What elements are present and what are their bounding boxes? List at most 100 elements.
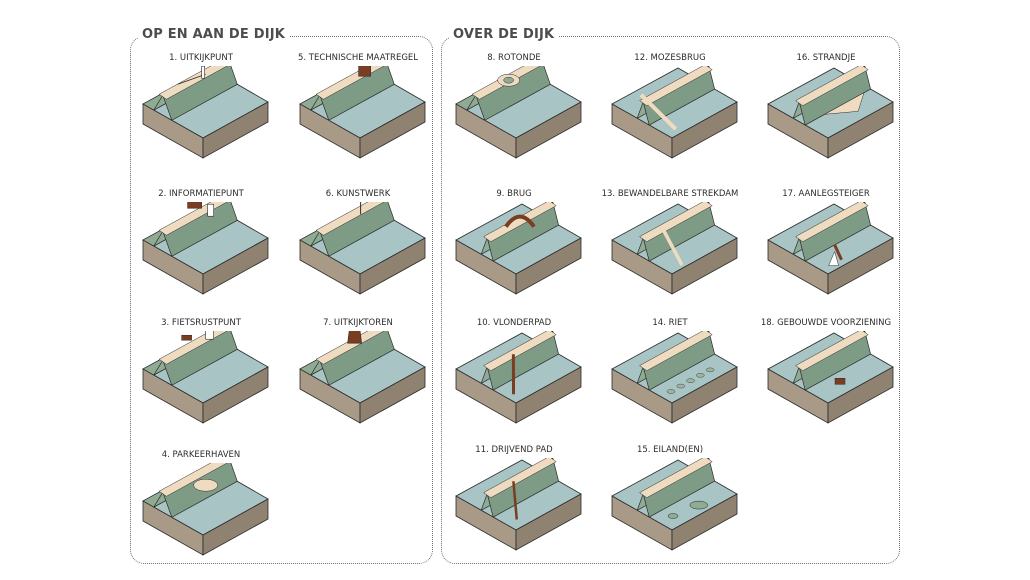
dike-block-illustration <box>142 202 269 295</box>
block-side-front <box>827 366 894 424</box>
block-side-front <box>202 366 269 424</box>
sign <box>205 331 214 340</box>
diagram-item: 15. EILAND(EN) <box>600 444 740 556</box>
block-side-front <box>671 101 738 159</box>
dike-block-illustration <box>299 66 426 159</box>
item-label: 11. DRIJVEND PAD <box>475 445 553 455</box>
item-label: 4. PARKEERHAVEN <box>161 450 241 460</box>
block-side-front <box>827 237 894 295</box>
item-label: 2. INFORMATIEPUNT <box>158 189 244 199</box>
block-side-front <box>515 237 582 295</box>
dike-block-illustration <box>142 66 269 159</box>
block-side-front <box>202 101 269 159</box>
dike-path <box>158 463 228 497</box>
diagram-item: 4. PARKEERHAVEN <box>131 449 271 561</box>
parking-bay <box>193 478 218 492</box>
item-label: 7. UITKIJKTOREN <box>323 318 393 328</box>
viewpoint-post <box>201 66 205 79</box>
diagram-item: 14. RIET <box>600 317 740 429</box>
block-side-front <box>359 101 426 159</box>
item-label: 18. GEBOUWDE VOORZIENING <box>760 318 892 328</box>
dike-path <box>315 202 385 236</box>
block-side-front <box>671 366 738 424</box>
block-side-front <box>515 366 582 424</box>
diagram-item: 3. FIETSRUSTPUNT <box>131 317 271 429</box>
diagram-item: 17. AANLEGSTEIGER <box>756 188 896 300</box>
dike-block-illustration <box>455 66 582 159</box>
block-side-front <box>359 237 426 295</box>
item-label: 17. AANLEGSTEIGER <box>782 189 870 199</box>
diagram-item: 13. BEWANDELBARE STREKDAM <box>600 188 740 300</box>
item-label: 9. BRUG <box>496 189 532 199</box>
item-label: 14. RIET <box>652 318 688 328</box>
diagram-item: 6. KUNSTWERK <box>288 188 428 300</box>
dike-path <box>795 331 869 371</box>
reed-patch <box>705 367 715 373</box>
technical-box <box>358 66 371 77</box>
moses-bridge <box>639 93 678 131</box>
block-side-front <box>359 366 426 424</box>
diagram-item: 9. BRUG <box>444 188 584 300</box>
dike-block-illustration <box>767 202 894 295</box>
dike-path <box>639 66 713 106</box>
block-side-front <box>202 498 269 556</box>
dike-block-illustration <box>767 331 894 424</box>
diagram-item: 5. TECHNISCHE MAATREGEL <box>288 52 428 164</box>
bench <box>181 334 192 341</box>
dike-path <box>639 202 713 242</box>
reed-patch <box>686 378 695 383</box>
block-side-front <box>671 493 738 551</box>
floating-path <box>512 481 519 520</box>
diagram-item: 8. ROTONDE <box>444 52 584 164</box>
info-shelter <box>187 202 202 209</box>
jetty <box>833 244 843 261</box>
dike-block-illustration <box>142 463 269 556</box>
reed-patch <box>666 389 676 394</box>
dike-block-illustration <box>767 66 894 159</box>
dike-block-illustration <box>455 458 582 551</box>
roundabout-center <box>503 76 514 84</box>
dike-block-illustration <box>455 331 582 424</box>
dike-block-illustration <box>611 66 738 159</box>
beach <box>824 92 865 115</box>
dike-block-illustration <box>611 458 738 551</box>
item-label: 10. VLONDERPAD <box>476 318 552 328</box>
dike-path <box>795 66 869 106</box>
reed-patch <box>696 373 705 378</box>
item-label: 3. FIETSRUSTPUNT <box>161 318 241 328</box>
building <box>834 378 846 385</box>
item-label: 16. STRANDJE <box>796 53 856 63</box>
island <box>667 513 679 519</box>
sailboat <box>828 250 839 266</box>
item-label: 15. EILAND(EN) <box>636 445 704 455</box>
dike-block-illustration <box>611 202 738 295</box>
dike-path <box>483 202 557 242</box>
block-side-front <box>671 237 738 295</box>
bridge-arch <box>504 214 536 228</box>
section-title: OP EN AAN DE DIJK <box>138 25 290 45</box>
section-title: OVER DE DIJK <box>449 25 559 45</box>
item-label: 5. TECHNISCHE MAATREGEL <box>297 53 419 63</box>
item-label: 8. ROTONDE <box>487 53 541 63</box>
block-side-front <box>515 101 582 159</box>
groyne <box>661 228 684 266</box>
dike-path <box>795 202 869 242</box>
dike-path <box>639 458 713 498</box>
dike-block-illustration <box>455 202 582 295</box>
reed-patch <box>676 383 685 389</box>
viewpoint-line <box>177 73 206 85</box>
diagram-item: 2. INFORMATIEPUNT <box>131 188 271 300</box>
item-label: 13. BEWANDELBARE STREKDAM <box>601 189 739 199</box>
dike-block-illustration <box>299 202 426 295</box>
dike-path <box>483 458 557 498</box>
diagram-item: 12. MOZESBRUG <box>600 52 740 164</box>
island <box>689 500 709 510</box>
diagram-item: 1. UITKIJKPUNT <box>131 52 271 164</box>
dike-block-illustration <box>611 331 738 424</box>
block-side-front <box>202 237 269 295</box>
diagram-item: 11. DRIJVEND PAD <box>444 444 584 556</box>
block-side-front <box>827 101 894 159</box>
dike-path <box>483 331 557 371</box>
diagram-item: 10. VLONDERPAD <box>444 317 584 429</box>
item-label: 1. UITKIJKPUNT <box>169 53 233 63</box>
